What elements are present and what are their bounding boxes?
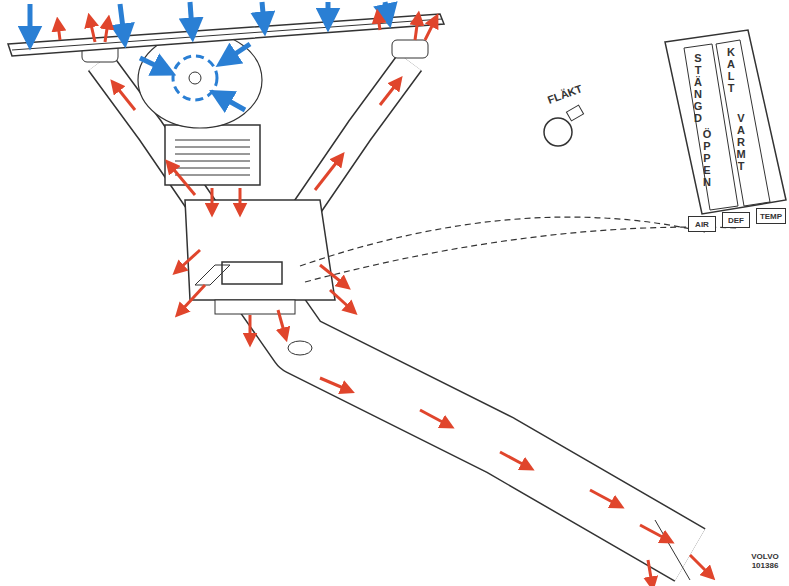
distribution-box (185, 200, 335, 314)
airflow-arrow (115, 85, 135, 110)
airflow-arrow (320, 265, 345, 285)
airflow-arrow (330, 290, 352, 310)
airflow-arrow (180, 285, 205, 312)
control-panel (665, 30, 786, 214)
airflow-arrow (226, 44, 250, 60)
airflow-arrow (420, 410, 448, 425)
control-button: TEMP (756, 208, 786, 224)
airflow-arrow (90, 20, 95, 42)
airflow-arrow (58, 24, 60, 40)
airflow-arrow (500, 452, 528, 467)
fan-housing (138, 32, 262, 128)
airflow-arrow (178, 250, 200, 270)
airflow-arrow (380, 82, 398, 105)
fan-knob (544, 105, 584, 146)
airflow-arrow (326, 2, 331, 20)
airflow-arrow (378, 16, 380, 30)
button-label: DEF (728, 216, 744, 225)
airflow-arrow (690, 555, 710, 575)
airflow-arrow (590, 490, 618, 505)
cables (300, 217, 738, 282)
air-intake-plenum (8, 14, 444, 56)
airflow-arrow (249, 315, 252, 340)
airflow-arrow (105, 22, 108, 42)
airflow-arrow (239, 188, 242, 210)
airflow-arrow (190, 2, 192, 30)
control-button: AIR (688, 216, 716, 232)
airflow-arrow (320, 378, 348, 390)
airflow-arrow (648, 560, 652, 584)
airflow-arrow (262, 2, 264, 24)
figure-number: VOLVO 101386 (745, 552, 785, 570)
airflow-arrow (170, 165, 195, 195)
control-label: VARMT (734, 112, 747, 172)
airflow-arrow (425, 20, 435, 40)
airflow-arrow (28, 4, 33, 38)
control-label: ÖPPEN (700, 128, 713, 188)
airflow-arrow (640, 525, 668, 540)
airflow-arrow (120, 4, 124, 36)
button-label: TEMP (760, 212, 782, 221)
airflow-arrows (30, 2, 710, 584)
airflow-arrow (220, 96, 245, 110)
control-label: FLÄKT (535, 78, 596, 111)
control-button: DEF (722, 212, 750, 228)
control-label: KALT (724, 46, 737, 94)
floor-duct (265, 295, 690, 580)
button-label: AIR (695, 220, 709, 229)
airflow-arrow (315, 158, 340, 190)
airflow-arrow (211, 188, 214, 210)
airflow-arrow (140, 58, 165, 70)
airflow-arrow (278, 310, 285, 335)
airflow-arrow (415, 18, 418, 40)
control-label: STÄNGD (691, 52, 704, 124)
airflow-arrow (385, 2, 388, 16)
